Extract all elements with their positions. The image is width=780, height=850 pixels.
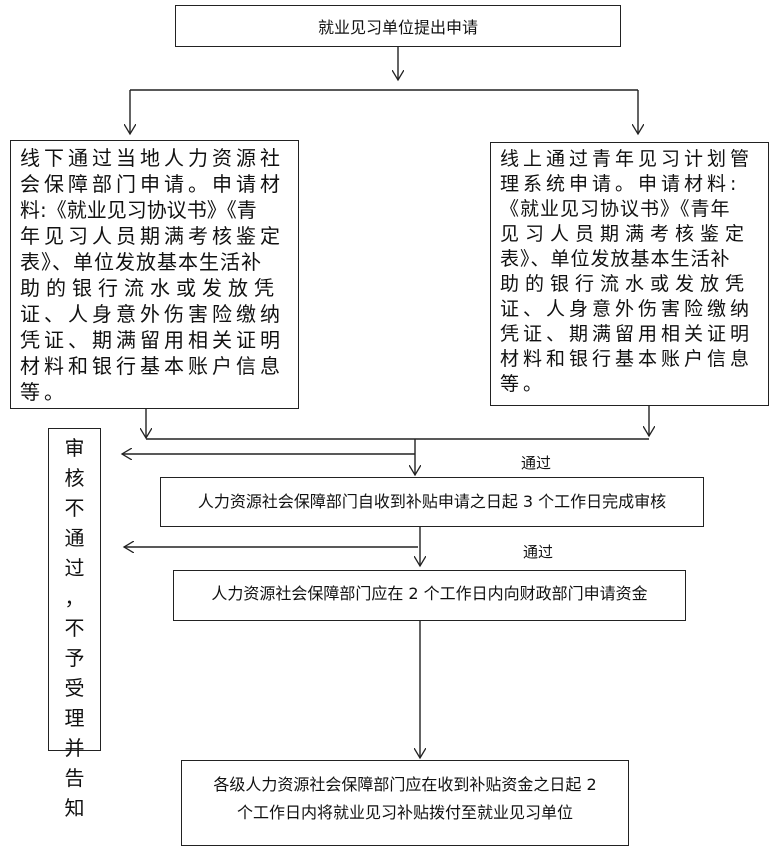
reject-char: 告 xyxy=(64,766,85,790)
pass-label-1: 通过 xyxy=(521,454,552,472)
online-line: 理系统申请。申请材料: xyxy=(500,173,741,195)
reject-char: 审 xyxy=(64,436,85,460)
online-line: 凭证、期满留用相关证明 xyxy=(500,323,754,345)
online-application-node: 线上通过青年见习计划管 理系统申请。申请材料: 《就业见习协议书》《青年 见习人… xyxy=(490,142,769,406)
offline-line: 线下通过当地人力资源社 xyxy=(20,146,284,170)
payment-line: 各级人力资源社会保障部门应在收到补贴资金之日起 2 xyxy=(213,775,597,794)
offline-line: 表》、单位发放基本生活补 xyxy=(20,250,262,274)
online-line: 线上通过青年见习计划管 xyxy=(500,148,754,170)
reject-char: 理 xyxy=(64,706,85,730)
payment-node: 各级人力资源社会保障部门应在收到补贴资金之日起 2 个工作日内将就业见习补贴拨付… xyxy=(181,760,629,846)
funding-node: 人力资源社会保障部门应在 2 个工作日内向财政部门申请资金 xyxy=(173,570,686,621)
offline-line: 年见习人员期满考核鉴定 xyxy=(20,224,284,248)
start-node: 就业见习单位提出申请 xyxy=(175,5,621,47)
online-line: 助的银行流水或发放凭 xyxy=(500,273,751,295)
online-line: 《就业见习协议书》《青年 xyxy=(500,198,731,220)
online-line: 表》、单位发放基本生活补 xyxy=(500,248,731,270)
online-line: 材料和银行基本账户信息 xyxy=(500,348,754,370)
reject-char: 知 xyxy=(64,796,85,820)
reject-char: 并 xyxy=(64,736,85,760)
offline-line: 证、人身意外伤害险缴纳 xyxy=(20,302,284,326)
offline-line: 助的银行流水或发放凭 xyxy=(20,276,280,300)
reject-char: 予 xyxy=(64,646,85,670)
payment-line: 个工作日内将就业见习补贴拨付至就业见习单位 xyxy=(236,803,573,822)
online-line: 证、人身意外伤害险缴纳 xyxy=(500,298,754,320)
offline-line: 凭证、期满留用相关证明 xyxy=(20,328,284,352)
funding-node-text: 人力资源社会保障部门应在 2 个工作日内向财政部门申请资金 xyxy=(211,584,648,603)
reject-char: 过 xyxy=(64,556,85,580)
reject-char: 不 xyxy=(64,496,85,520)
offline-line: 等。 xyxy=(20,380,68,404)
pass-label-2: 通过 xyxy=(523,543,554,561)
review-node: 人力资源社会保障部门自收到补贴申请之日起 3 个工作日完成审核 xyxy=(160,477,704,527)
offline-line: 材料和银行基本账户信息 xyxy=(20,354,284,378)
reject-node: 审 核 不 通 过 ， 不 予 受 理 并 告 知 xyxy=(48,428,101,820)
reject-char: 不 xyxy=(64,616,85,640)
online-line: 见习人员期满考核鉴定 xyxy=(500,223,751,245)
start-node-text: 就业见习单位提出申请 xyxy=(317,18,478,37)
reject-char: 通 xyxy=(64,526,85,550)
reject-char: 受 xyxy=(64,676,85,700)
reject-char: 核 xyxy=(64,466,85,490)
offline-application-node: 线下通过当地人力资源社 会保障部门申请。申请材 料:《就业见习协议书》《青 年见… xyxy=(10,140,299,409)
offline-line: 料:《就业见习协议书》《青 xyxy=(20,198,257,222)
review-node-text: 人力资源社会保障部门自收到补贴申请之日起 3 个工作日完成审核 xyxy=(197,492,667,511)
online-line: 等。 xyxy=(500,373,547,395)
reject-char: ， xyxy=(64,586,85,610)
offline-line: 会保障部门申请。申请材 xyxy=(20,172,284,196)
